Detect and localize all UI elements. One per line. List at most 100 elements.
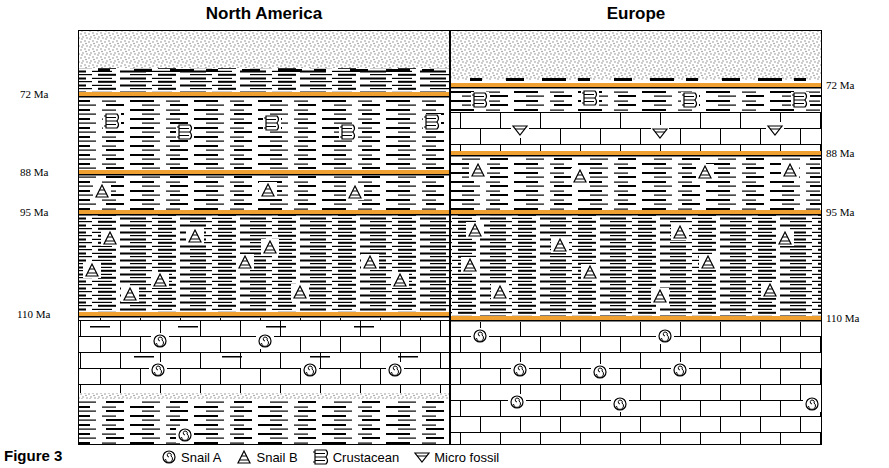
fossil-symbol: [651, 125, 669, 141]
fossil-symbol: [803, 396, 821, 412]
rock-layer: [450, 215, 822, 316]
strata-column: Europe: [450, 30, 822, 445]
fossil-symbol: [103, 113, 121, 129]
fossil-symbol: [671, 362, 689, 378]
fossil-symbol: [696, 164, 714, 180]
fossil-symbol: [511, 122, 529, 138]
rock-layer: [78, 175, 450, 210]
fossil-symbol: [238, 451, 250, 463]
boundary-band: [450, 210, 822, 214]
fossil-symbol: [766, 122, 784, 138]
fossil-symbol: [256, 333, 274, 349]
fossil-symbol: [461, 257, 479, 273]
age-label: 110 Ma: [17, 307, 51, 321]
boundary-band: [78, 312, 450, 316]
shale-dash: [266, 326, 286, 328]
fossil-symbol: [163, 451, 175, 463]
dark-lens: [578, 78, 590, 81]
fossil-symbol: [656, 328, 674, 344]
legend-symbol: [312, 448, 330, 466]
dark-lens: [614, 78, 632, 81]
rock-layer: [450, 30, 822, 80]
fossil-symbol: [611, 396, 629, 412]
legend: Snail ASnail BCrustaceanMicro fossil: [160, 448, 513, 466]
shale-dash: [134, 356, 154, 358]
column-heading: North America: [79, 4, 449, 24]
fossil-symbol: [151, 333, 169, 349]
boundary-band: [450, 151, 822, 155]
boundary-rule: [78, 96, 450, 98]
dark-lens: [650, 78, 674, 81]
fossil-symbol: [699, 254, 717, 270]
dark-lens: [278, 69, 302, 72]
legend-text: Crustacean: [333, 450, 399, 465]
age-label: 72 Ma: [20, 87, 48, 101]
column-heading: Europe: [451, 4, 821, 24]
dark-lens: [722, 78, 740, 81]
dark-lens: [350, 69, 368, 72]
dark-lens: [170, 69, 194, 72]
rock-layer: [450, 88, 822, 112]
fossil-symbol: [261, 239, 279, 255]
fossil-symbol: [259, 182, 277, 198]
fossils: [83, 90, 821, 443]
age-label: 95 Ma: [826, 205, 854, 219]
boundary-band: [78, 92, 450, 96]
dark-lens: [506, 78, 524, 81]
shale-dash: [354, 326, 374, 328]
fossil-symbol: [761, 282, 779, 298]
dark-lens: [686, 78, 698, 81]
fossil-symbol: [781, 162, 799, 178]
fossil-symbol: [791, 92, 809, 108]
shale-dash: [90, 326, 110, 328]
fossil-symbol: [581, 90, 599, 106]
legend-item: Snail B: [235, 448, 297, 466]
fossil-symbol: [101, 230, 119, 246]
age-label: 88 Ma: [826, 146, 854, 160]
rock-layer: [450, 155, 822, 210]
age-label: 72 Ma: [826, 78, 854, 92]
fossil-symbol: [571, 168, 589, 184]
fossil-symbol: [415, 453, 429, 462]
legend-text: Micro fossil: [434, 450, 499, 465]
legend-item: Micro fossil: [413, 448, 499, 466]
fossil-symbol: [176, 427, 194, 443]
dark-lens: [470, 78, 482, 81]
fossil-symbol: [466, 222, 484, 238]
fossil-symbol: [121, 286, 139, 302]
age-label: 95 Ma: [20, 205, 48, 219]
rock-layers: [78, 30, 822, 445]
fossil-symbol: [591, 364, 609, 380]
fossil-symbol: [263, 115, 281, 131]
dark-lens: [758, 78, 782, 81]
rock-layer: [78, 215, 450, 312]
fossil-symbol: [581, 264, 599, 280]
rock-layer: [78, 68, 450, 92]
dark-lens: [386, 69, 410, 72]
boundary-rule: [450, 214, 822, 216]
fossil-symbol: [149, 362, 167, 378]
fossil-symbol: [346, 184, 364, 200]
boundary-rule: [78, 174, 450, 176]
fossil-symbol: [186, 228, 204, 244]
fossil-symbol: [313, 450, 328, 464]
fossil-symbol: [776, 230, 794, 246]
legend-text: Snail B: [256, 450, 297, 465]
rock-layer: [78, 30, 450, 68]
dark-lens: [422, 69, 434, 72]
strata-column: North America: [78, 30, 450, 445]
fossil-symbol: [469, 162, 487, 178]
fossil-symbol: [508, 394, 526, 410]
boundary-band: [78, 170, 450, 174]
dark-lens: [98, 69, 110, 72]
dark-lens: [542, 78, 566, 81]
dark-lens: [314, 69, 326, 72]
boundary-rule: [450, 320, 822, 322]
dark-lens: [206, 69, 218, 72]
boundary-rule: [78, 214, 450, 216]
shale-dash: [398, 356, 418, 358]
boundary-rule: [78, 316, 450, 318]
fossil-symbol: [551, 237, 569, 253]
rock-layer: [450, 112, 822, 151]
fossil-symbol: [83, 262, 101, 278]
